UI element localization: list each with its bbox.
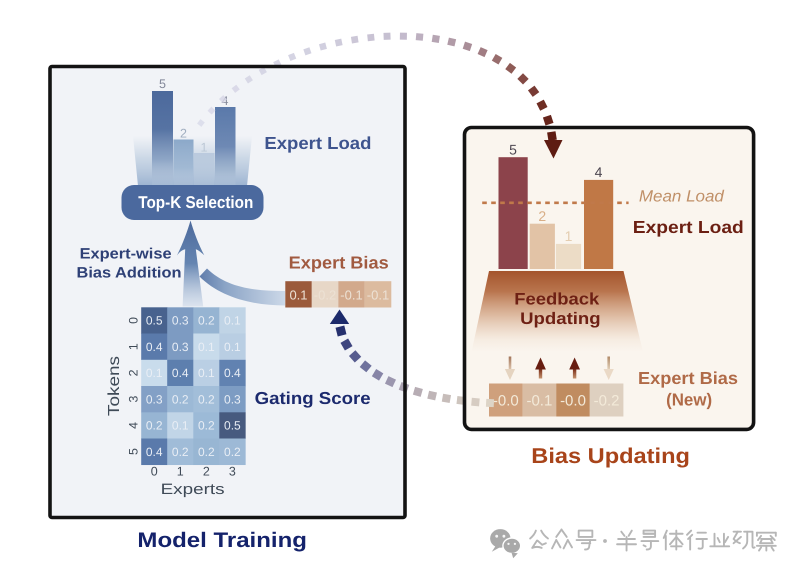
svg-text:0.2: 0.2 — [172, 392, 189, 406]
svg-text:0.2: 0.2 — [146, 419, 163, 433]
svg-text:Feedback: Feedback — [514, 289, 600, 308]
svg-text:0.2: 0.2 — [224, 445, 241, 459]
svg-text:5: 5 — [509, 142, 517, 158]
svg-text:-0.0: -0.0 — [493, 393, 519, 410]
svg-text:2: 2 — [180, 127, 187, 141]
svg-text:-0.1: -0.1 — [526, 393, 552, 410]
svg-text:1: 1 — [565, 228, 573, 244]
svg-text:0.1: 0.1 — [172, 419, 189, 433]
svg-text:-0.2: -0.2 — [314, 287, 336, 302]
svg-text:Mean Load: Mean Load — [639, 187, 725, 205]
svg-text:Experts: Experts — [161, 481, 225, 498]
svg-text:0.2: 0.2 — [198, 392, 215, 406]
svg-text:0: 0 — [151, 465, 158, 479]
svg-text:Top-K Selection: Top-K Selection — [138, 193, 253, 212]
svg-text:-0.0: -0.0 — [560, 393, 586, 410]
svg-text:0.3: 0.3 — [172, 314, 189, 328]
svg-text:1: 1 — [177, 465, 184, 479]
svg-text:0.3: 0.3 — [224, 392, 241, 406]
svg-text:0: 0 — [127, 317, 141, 324]
svg-text:4: 4 — [595, 164, 603, 180]
svg-text:0.4: 0.4 — [146, 340, 163, 354]
svg-text:0.1: 0.1 — [224, 340, 241, 354]
svg-text:0.2: 0.2 — [198, 445, 215, 459]
svg-text:0.1: 0.1 — [289, 287, 307, 302]
svg-text:0.1: 0.1 — [198, 366, 215, 380]
svg-text:4: 4 — [127, 422, 141, 429]
svg-text:5: 5 — [127, 448, 141, 455]
svg-text:(New): (New) — [666, 389, 712, 409]
svg-text:1: 1 — [201, 141, 208, 155]
svg-text:3: 3 — [127, 396, 141, 403]
svg-text:0.1: 0.1 — [146, 366, 163, 380]
svg-text:Expert Load: Expert Load — [633, 217, 744, 237]
svg-text:0.3: 0.3 — [172, 340, 189, 354]
svg-text:Model Training: Model Training — [137, 529, 307, 552]
svg-text:0.5: 0.5 — [224, 419, 241, 433]
svg-text:1: 1 — [127, 343, 141, 350]
svg-text:0.1: 0.1 — [224, 314, 241, 328]
svg-text:0.3: 0.3 — [146, 392, 163, 406]
svg-text:0.5: 0.5 — [146, 314, 163, 328]
svg-text:0.1: 0.1 — [198, 340, 215, 354]
svg-text:5: 5 — [159, 77, 166, 91]
svg-text:Bias Addition: Bias Addition — [77, 265, 182, 282]
svg-text:Expert-wise: Expert-wise — [80, 245, 172, 262]
svg-text:Bias Updating: Bias Updating — [531, 444, 690, 468]
svg-text:2: 2 — [127, 369, 141, 376]
svg-text:Gating Score: Gating Score — [255, 388, 371, 408]
svg-text:-0.1: -0.1 — [340, 287, 362, 302]
svg-text:3: 3 — [229, 465, 236, 479]
svg-text:Expert Load: Expert Load — [264, 133, 371, 153]
svg-text:Updating: Updating — [520, 309, 601, 328]
svg-text:-0.2: -0.2 — [594, 393, 620, 410]
svg-text:0.4: 0.4 — [172, 366, 189, 380]
svg-text:2: 2 — [538, 208, 546, 224]
svg-text:Expert Bias: Expert Bias — [638, 368, 738, 388]
svg-text:-0.1: -0.1 — [367, 287, 389, 302]
svg-text:0.4: 0.4 — [146, 445, 163, 459]
svg-text:0.2: 0.2 — [172, 445, 189, 459]
svg-text:0.2: 0.2 — [198, 314, 215, 328]
svg-text:0.4: 0.4 — [224, 366, 241, 380]
svg-text:Tokens: Tokens — [106, 356, 123, 416]
svg-text:2: 2 — [203, 465, 210, 479]
svg-text:Expert Bias: Expert Bias — [289, 252, 389, 272]
svg-text:0.2: 0.2 — [198, 419, 215, 433]
